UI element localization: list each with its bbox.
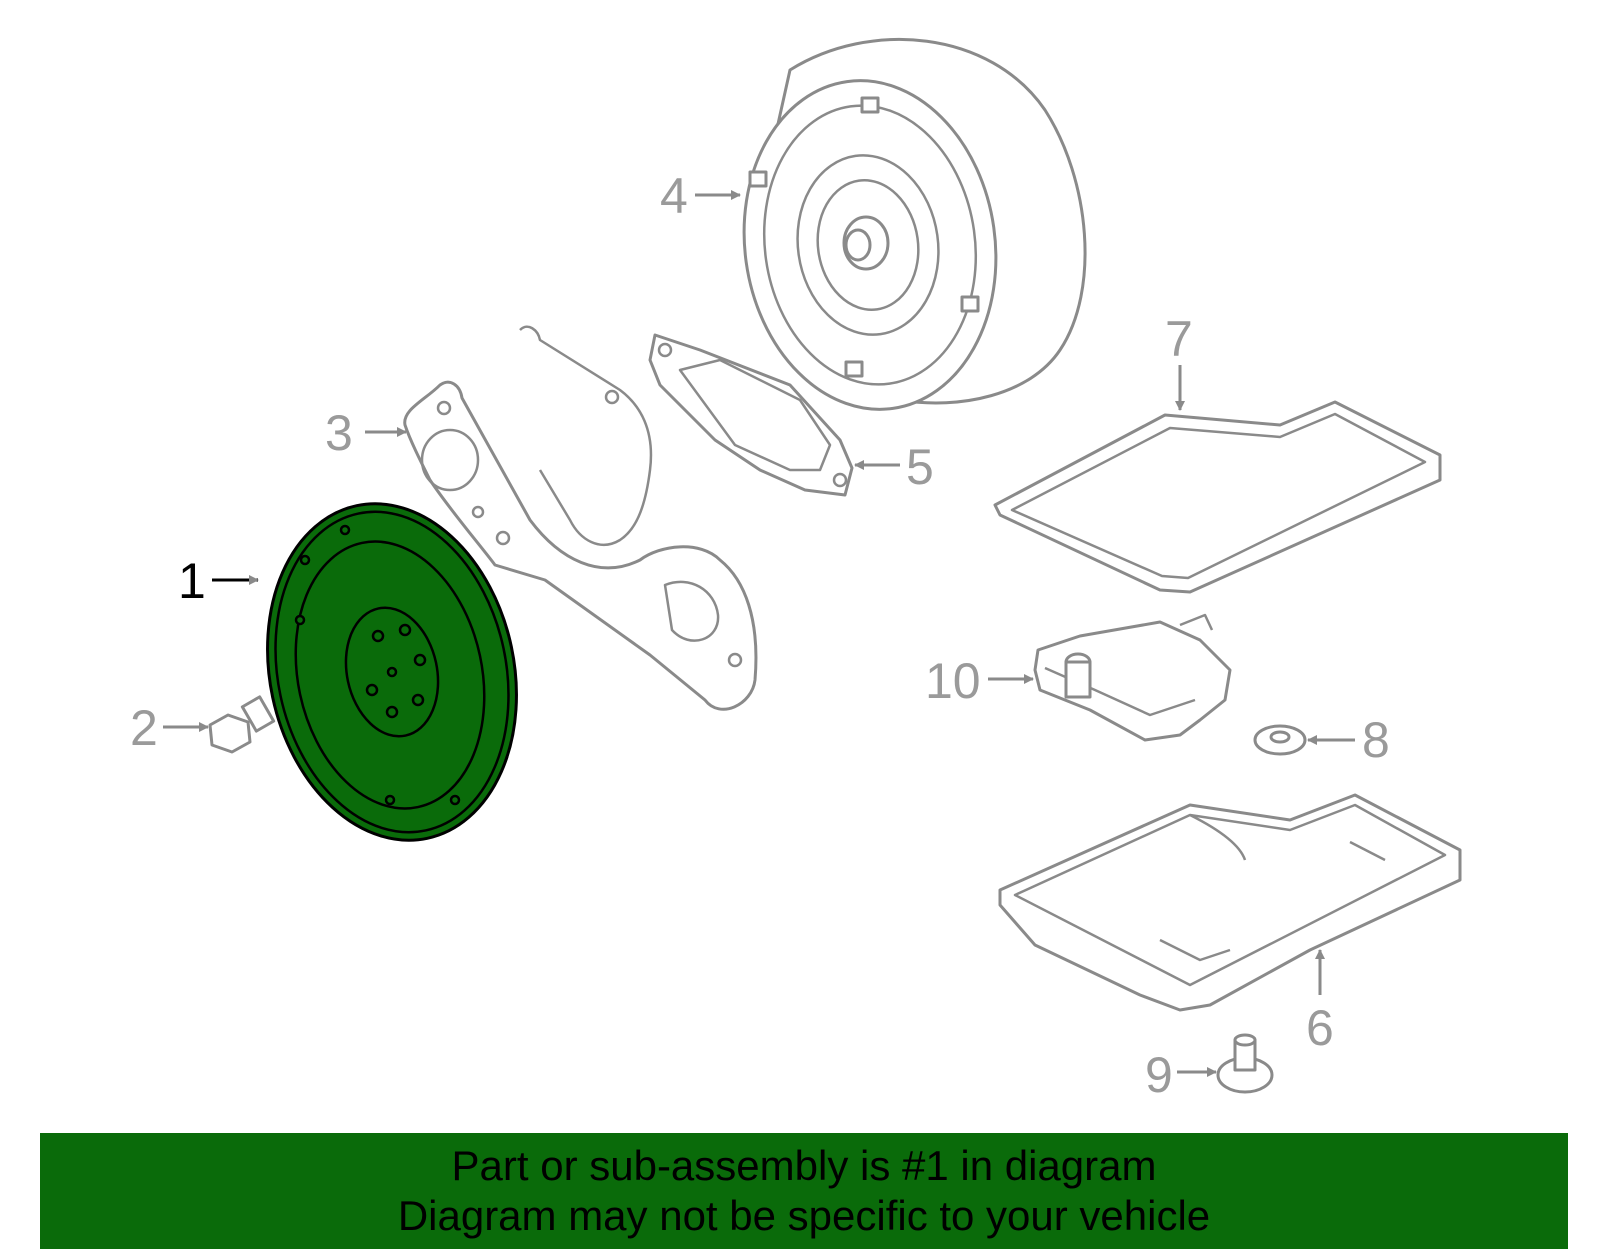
gasket[interactable]: [648, 333, 854, 497]
callout-7[interactable]: 7: [1165, 311, 1193, 367]
callout-9[interactable]: 9: [1145, 1047, 1173, 1103]
banner-line-1: Part or sub-assembly is #1 in diagram: [451, 1142, 1157, 1189]
transmission-filter[interactable]: [1033, 613, 1232, 742]
callout-8[interactable]: 8: [1362, 712, 1390, 768]
callout-10[interactable]: 10: [925, 653, 981, 709]
info-banner: Part or sub-assembly is #1 in diagram Di…: [40, 1133, 1568, 1249]
flywheel[interactable]: [237, 480, 546, 863]
filter-seal[interactable]: [1253, 724, 1307, 756]
adapter-plate[interactable]: [403, 325, 758, 711]
torque-converter[interactable]: [723, 37, 1087, 425]
callout-2[interactable]: 2: [130, 700, 158, 756]
flywheel-bolt[interactable]: [208, 695, 276, 754]
oil-pan[interactable]: [998, 793, 1462, 1012]
callout-1[interactable]: 1: [178, 553, 206, 609]
callout-6[interactable]: 6: [1306, 1000, 1334, 1056]
drain-plug[interactable]: [1216, 1033, 1274, 1094]
callout-3[interactable]: 3: [325, 405, 353, 461]
banner-line-2: Diagram may not be specific to your vehi…: [397, 1192, 1211, 1239]
callout-4[interactable]: 4: [660, 168, 688, 224]
pan-gasket[interactable]: [993, 400, 1442, 594]
callout-5[interactable]: 5: [906, 439, 934, 495]
